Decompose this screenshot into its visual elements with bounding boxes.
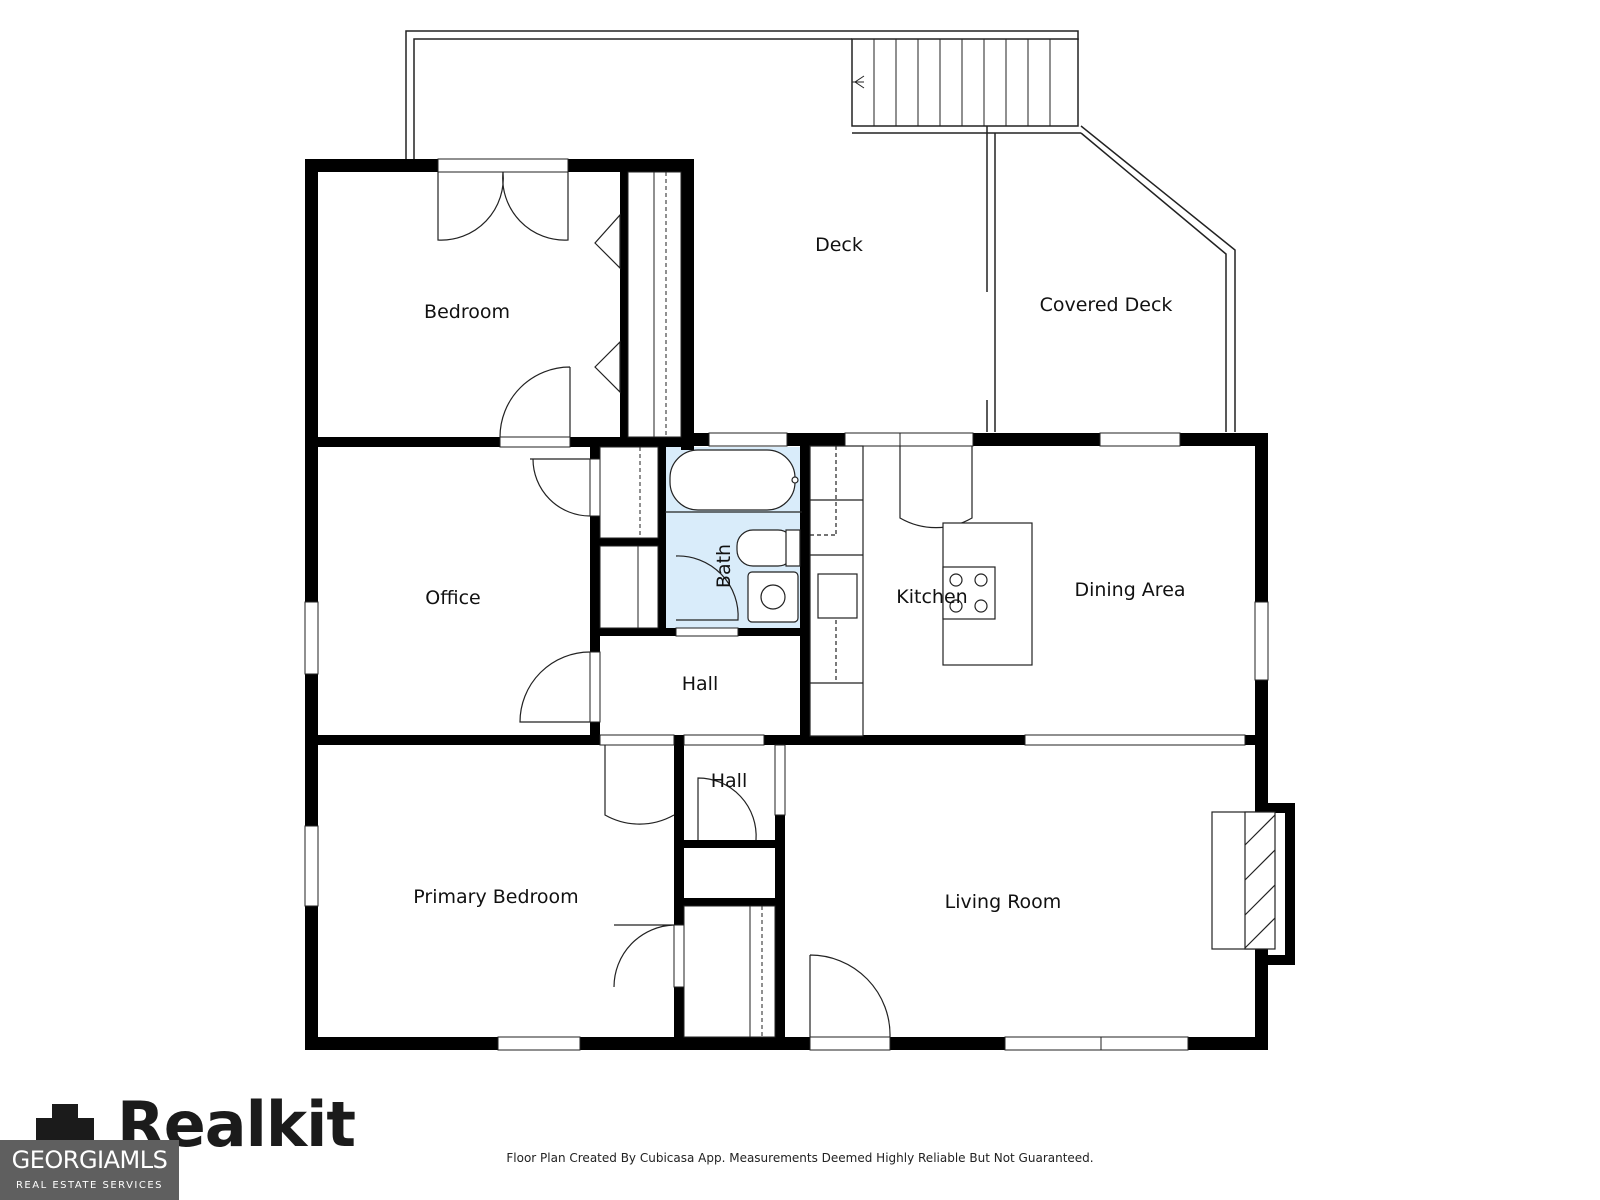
bath-fixtures	[665, 449, 802, 623]
georgia-mls-name: GEORGIAMLS	[11, 1146, 168, 1174]
dining-area-label: Dining Area	[1074, 579, 1185, 601]
covered-deck-label: Covered Deck	[1040, 294, 1173, 316]
kitchen-label: Kitchen	[896, 586, 967, 608]
disclaimer-note: Floor Plan Created By Cubicasa App. Meas…	[506, 1151, 1094, 1165]
georgia-mls-subtitle: REAL ESTATE SERVICES	[15, 1180, 164, 1191]
deck-label: Deck	[815, 234, 863, 256]
hall-label-upper: Hall	[682, 673, 719, 695]
bath-label: Bath	[713, 544, 735, 588]
kitchen-fixtures	[809, 445, 1033, 737]
deck-stairs	[852, 39, 1051, 126]
fireplace	[1211, 811, 1276, 950]
deck-outline	[405, 30, 1236, 432]
living-room-label: Living Room	[945, 891, 1062, 913]
windows	[304, 158, 1269, 1051]
bedroom-label: Bedroom	[424, 301, 510, 323]
georgia-mls-badge: GEORGIAMLS REAL ESTATE SERVICES	[0, 1140, 179, 1200]
door-swings	[437, 171, 973, 1038]
primary-bedroom-label: Primary Bedroom	[413, 886, 578, 908]
closet-lines	[599, 171, 776, 1038]
hall-label-lower: Hall	[711, 770, 748, 792]
office-label: Office	[425, 587, 480, 609]
